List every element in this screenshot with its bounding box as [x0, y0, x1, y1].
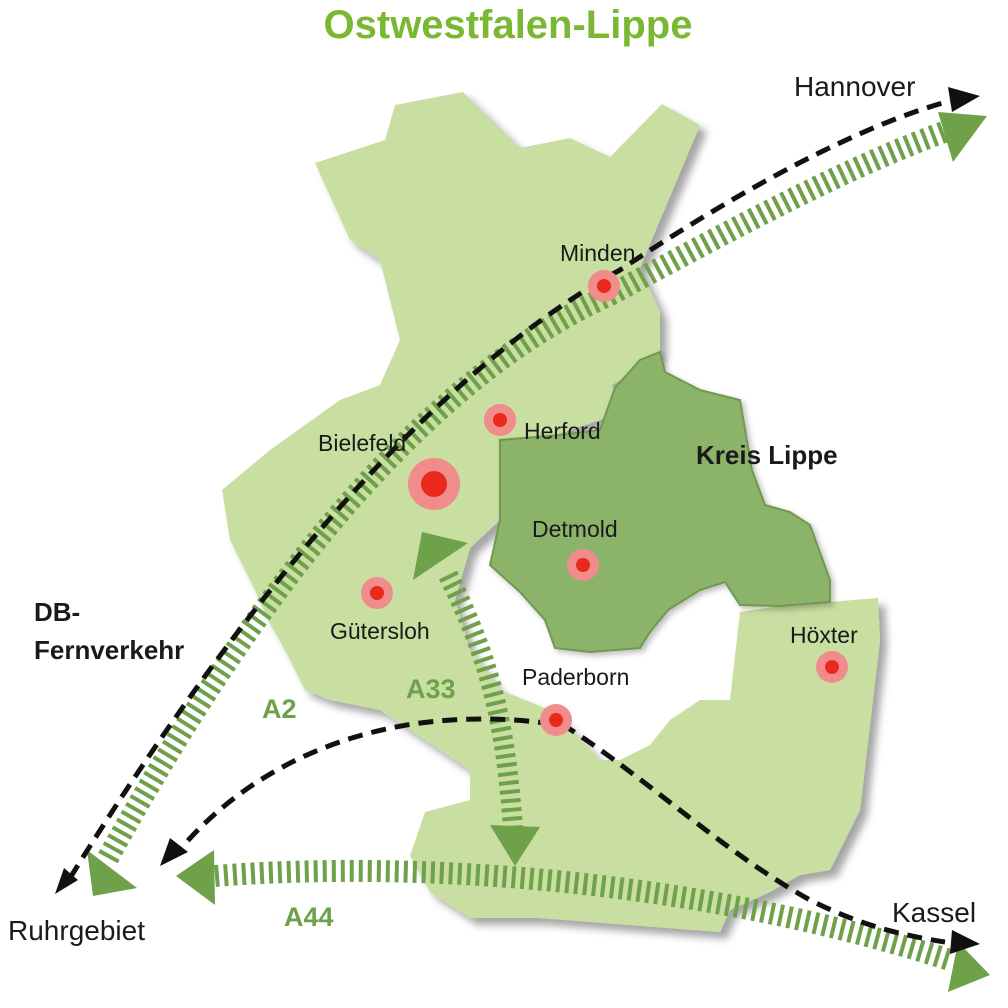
- rail-legend-line2: Fernverkehr: [34, 635, 184, 665]
- road-a2-line: [98, 117, 959, 864]
- rail-legend-line1: DB-: [34, 597, 80, 627]
- rail-line-hannover-ruhr: [67, 98, 951, 880]
- city-marker-bielefeld: [408, 458, 460, 510]
- arrow-head-icon: [176, 850, 215, 905]
- arrow-head-icon: [948, 87, 980, 112]
- arrow-head-icon: [55, 868, 78, 894]
- rail-line-paderborn-ruhr: [176, 716, 554, 854]
- rail-line-paderborn-kassel: [560, 721, 946, 945]
- arrow-head-icon: [87, 850, 137, 896]
- road-label-a2: A2: [262, 694, 297, 724]
- city-label-paderborn: Paderborn: [522, 664, 629, 690]
- map-title: Ostwestfalen-Lippe: [324, 3, 693, 47]
- city-marker-minden: [588, 270, 620, 302]
- arrow-head-icon: [948, 942, 990, 992]
- city-label-hoexter: Höxter: [790, 622, 858, 648]
- city-marker-herford: [484, 404, 516, 436]
- city-label-minden: Minden: [560, 240, 635, 266]
- destination-ruhrgebiet: Ruhrgebiet: [8, 915, 145, 946]
- arrow-head-icon: [413, 532, 468, 580]
- city-label-guetersloh: Gütersloh: [330, 618, 430, 644]
- arrow-head-icon: [160, 838, 188, 866]
- road-label-a33: A33: [406, 674, 456, 704]
- road-a33-line: [439, 570, 523, 829]
- city-marker-detmold: [567, 549, 599, 581]
- arrow-head-icon: [490, 825, 540, 866]
- destination-kassel: Kassel: [892, 897, 976, 928]
- kreis-lippe-label: Kreis Lippe: [696, 440, 838, 470]
- city-label-detmold: Detmold: [532, 516, 618, 542]
- city-marker-guetersloh: [361, 577, 393, 609]
- city-marker-paderborn: [540, 704, 572, 736]
- road-label-a44: A44: [284, 902, 334, 932]
- city-marker-hoexter: [816, 651, 848, 683]
- city-label-bielefeld: Bielefeld: [318, 430, 406, 456]
- road-a44-line: [214, 859, 954, 971]
- region-owl-shape: [222, 92, 880, 932]
- arrow-head-icon: [950, 930, 980, 954]
- destination-hannover: Hannover: [794, 71, 915, 102]
- city-label-herford: Herford: [524, 418, 601, 444]
- arrow-head-icon: [938, 112, 987, 162]
